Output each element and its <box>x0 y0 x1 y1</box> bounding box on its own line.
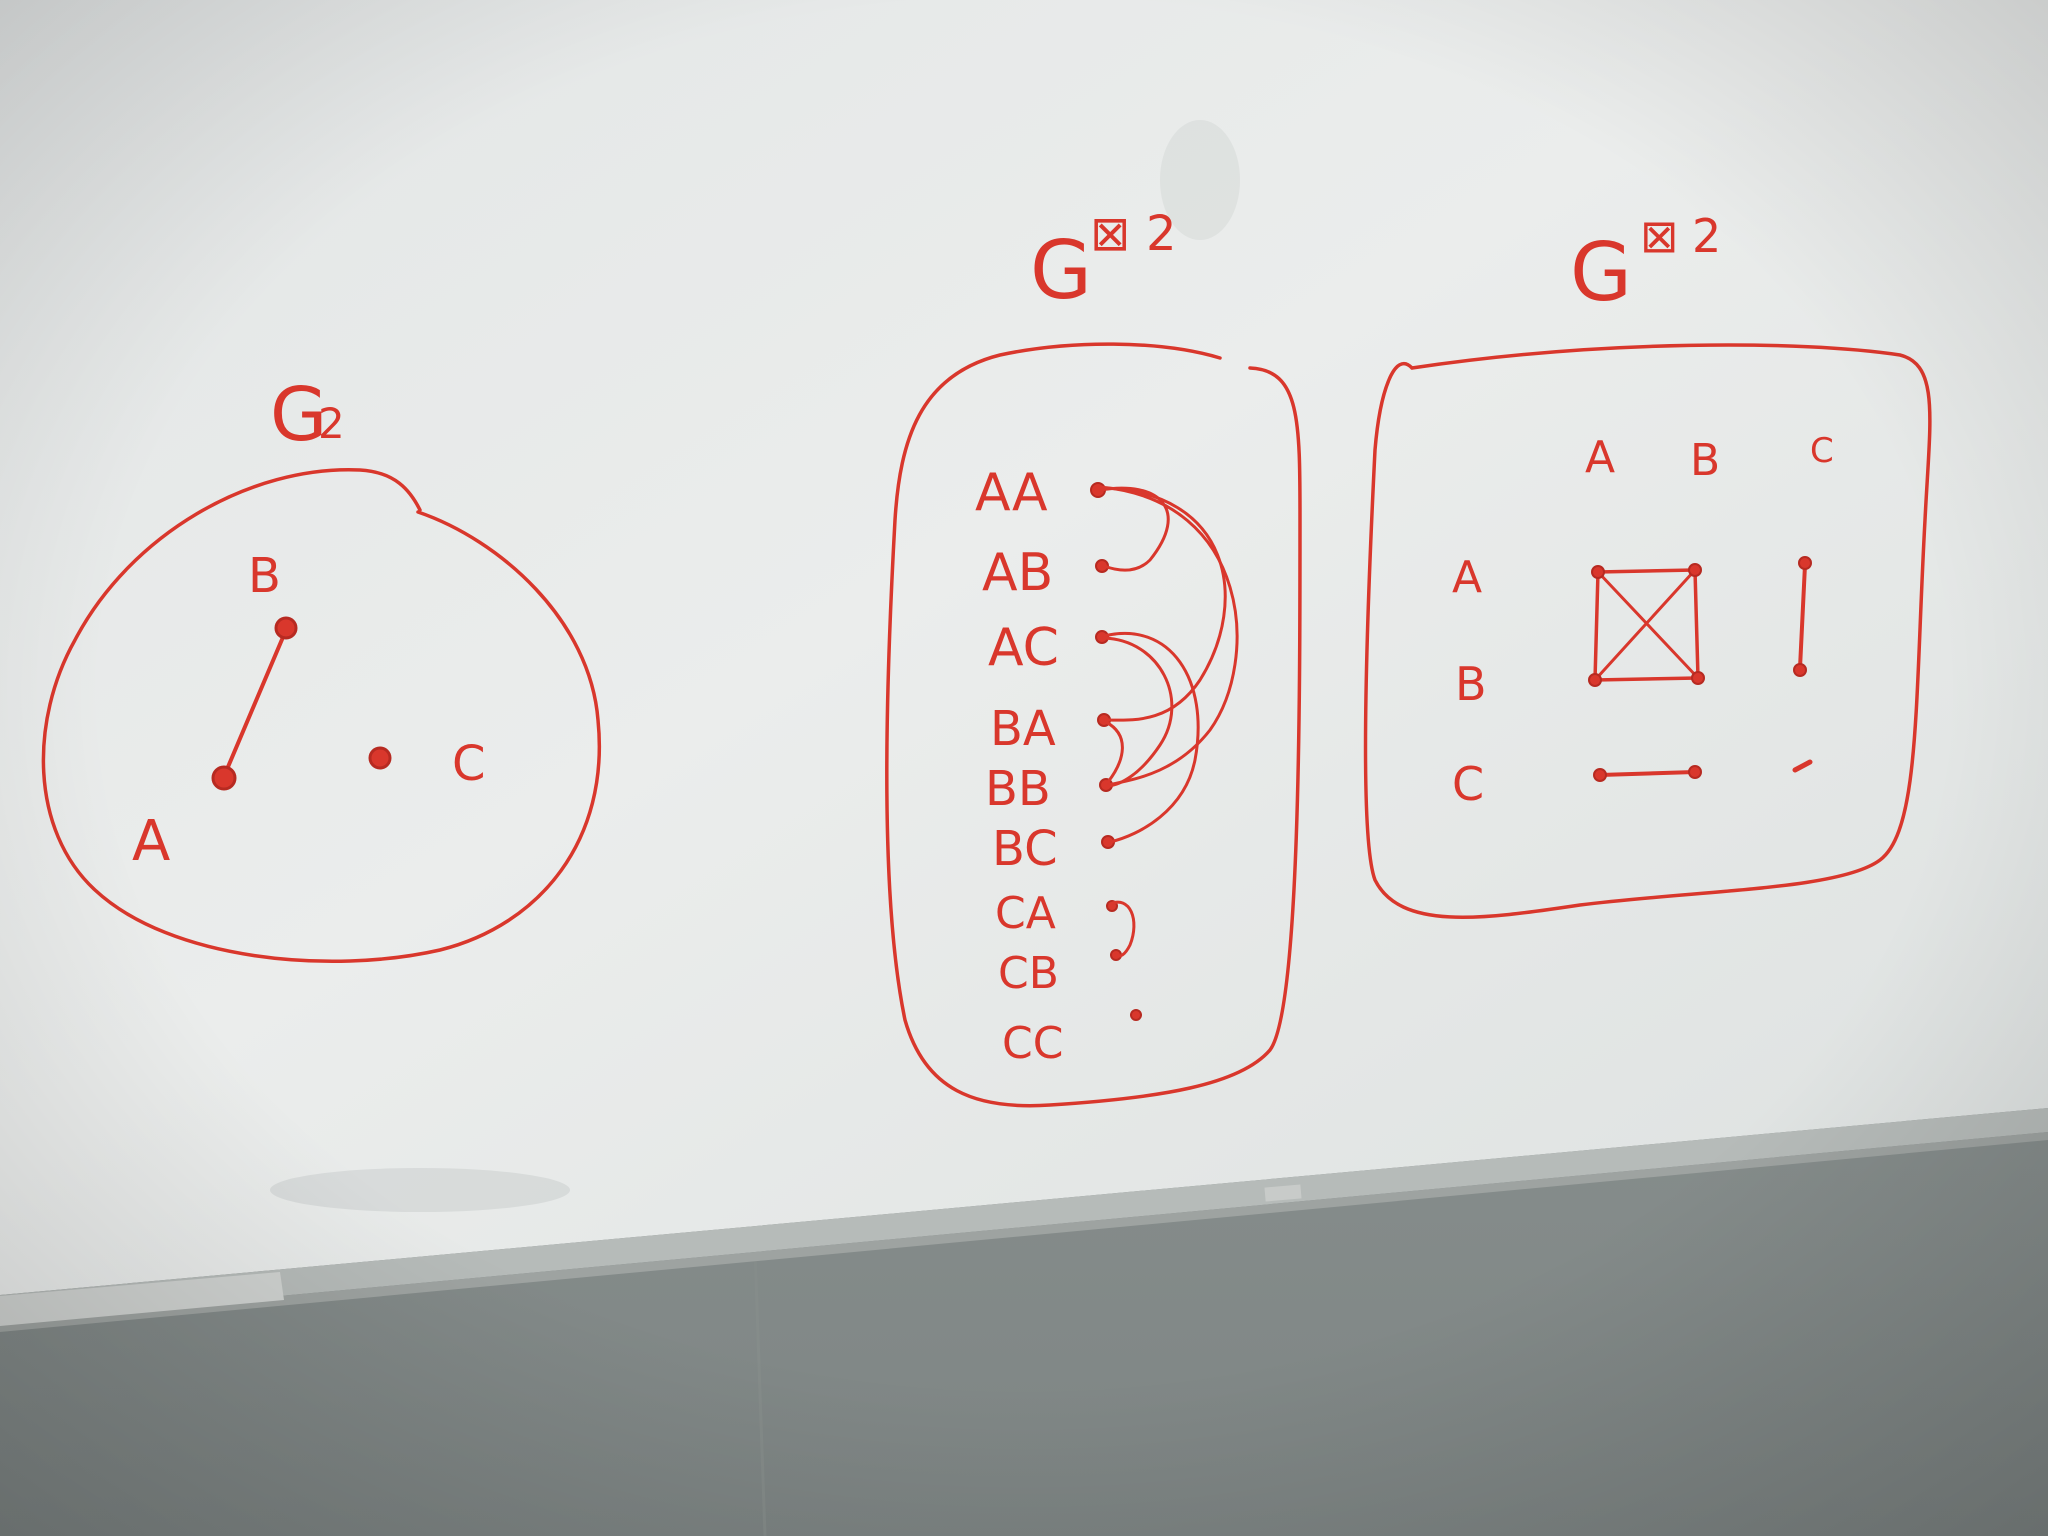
whiteboard-photo: G 2 B A C G ⊠ 2 AA AB AC BA BB BC CA CB … <box>0 0 2048 1536</box>
photo-vignette <box>0 0 2048 1536</box>
whiteboard-scene: G 2 B A C G ⊠ 2 AA AB AC BA BB BC CA CB … <box>0 0 2048 1536</box>
